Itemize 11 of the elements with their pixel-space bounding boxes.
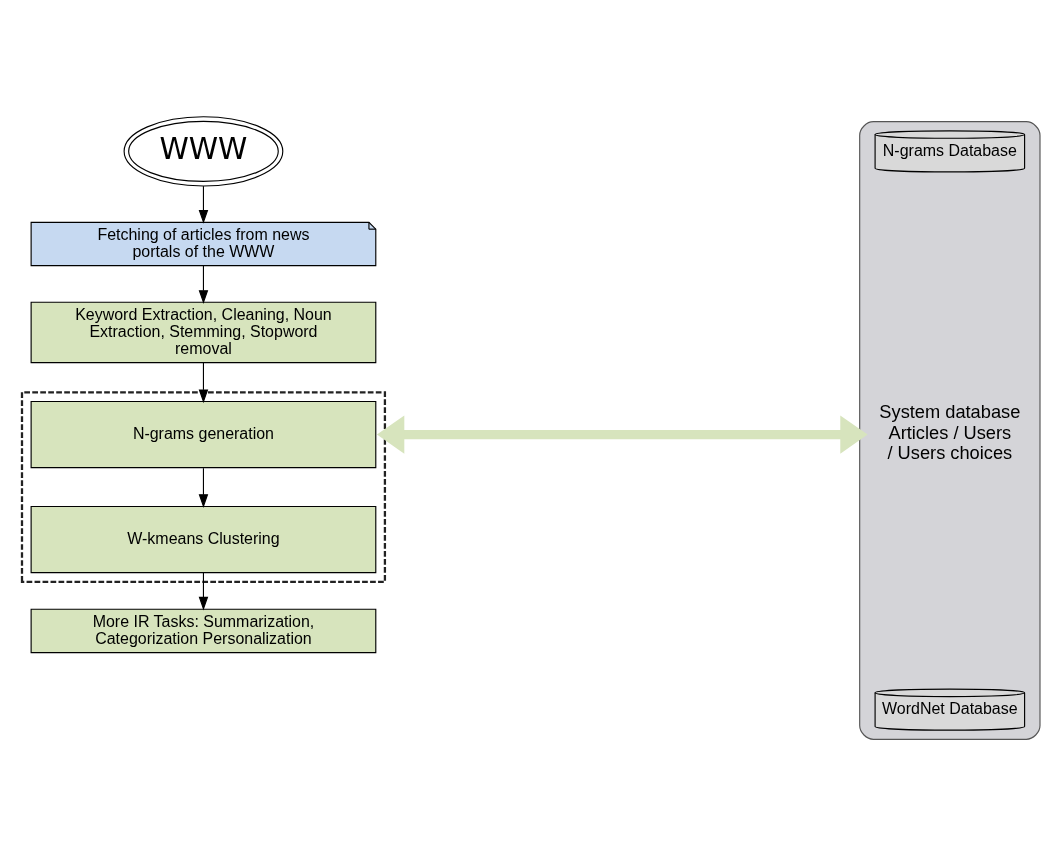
node-box: Keyword Extraction, Cleaning, Noun Extraction, Stemming, Stopword removal — [30, 301, 377, 364]
node-box: W-kmeans Clustering — [30, 505, 377, 574]
node-ellipse: WWW — [123, 116, 284, 187]
arrow — [198, 572, 209, 611]
arrow — [198, 185, 209, 224]
node-box: N-grams generation — [30, 400, 377, 469]
node-box: More IR Tasks: Summarization, Categorization Personalization — [30, 608, 377, 654]
arrow — [198, 265, 209, 304]
arrow — [198, 467, 209, 508]
arrow — [376, 415, 868, 454]
arrow — [198, 362, 209, 404]
